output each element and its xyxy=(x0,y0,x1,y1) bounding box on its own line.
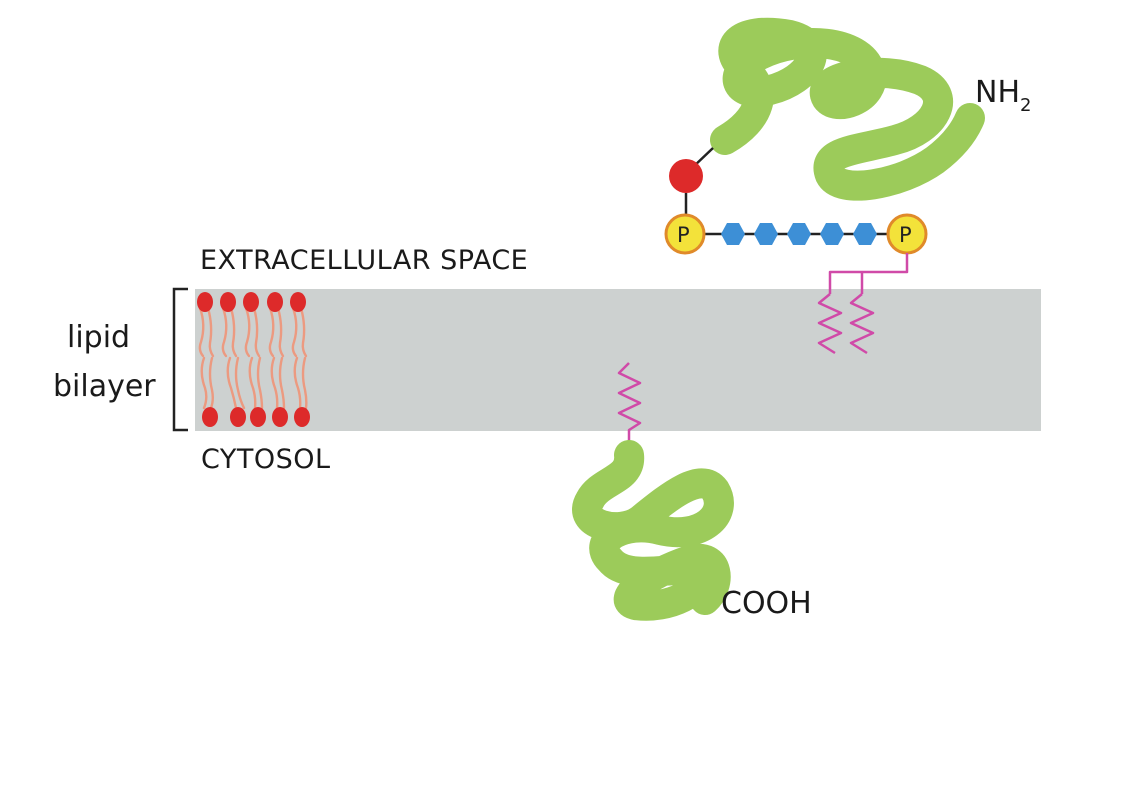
nh2-subscript: 2 xyxy=(1020,95,1031,116)
bilayer-label: bilayer xyxy=(53,369,156,404)
lipid-head xyxy=(202,407,218,427)
phosphate-right-label: P xyxy=(899,223,912,247)
lipid-bilayer-icon xyxy=(197,292,310,427)
lipid-anchor-icon xyxy=(617,362,642,452)
lipid-head xyxy=(290,292,306,312)
lipid-head xyxy=(294,407,310,427)
membrane-band xyxy=(195,289,1041,431)
bottom-protein-icon xyxy=(572,440,734,621)
lipid-head xyxy=(243,292,259,312)
phosphate-icon xyxy=(664,213,706,255)
bilayer-bracket xyxy=(172,287,188,432)
phosphate-left-label: P xyxy=(677,223,690,247)
extracellular-space-label: EXTRACELLULAR SPACE xyxy=(200,245,528,276)
lipid-head xyxy=(230,407,246,427)
nh2-main: NH xyxy=(975,75,1020,110)
lipid-head xyxy=(220,292,236,312)
sugar-chain-icon xyxy=(721,223,877,245)
top-protein-icon xyxy=(710,17,985,201)
ethanolamine-icon xyxy=(669,159,703,193)
lipid-head xyxy=(250,407,266,427)
lipid-label: lipid xyxy=(67,320,130,355)
gpi-anchor-icon xyxy=(817,253,909,355)
lipid-head xyxy=(272,407,288,427)
cytosol-label: CYTOSOL xyxy=(201,444,331,475)
nh2-label: NH2 xyxy=(975,75,1031,116)
lipid-head xyxy=(267,292,283,312)
lipid-head xyxy=(197,292,213,312)
cooh-label: COOH xyxy=(721,586,812,621)
